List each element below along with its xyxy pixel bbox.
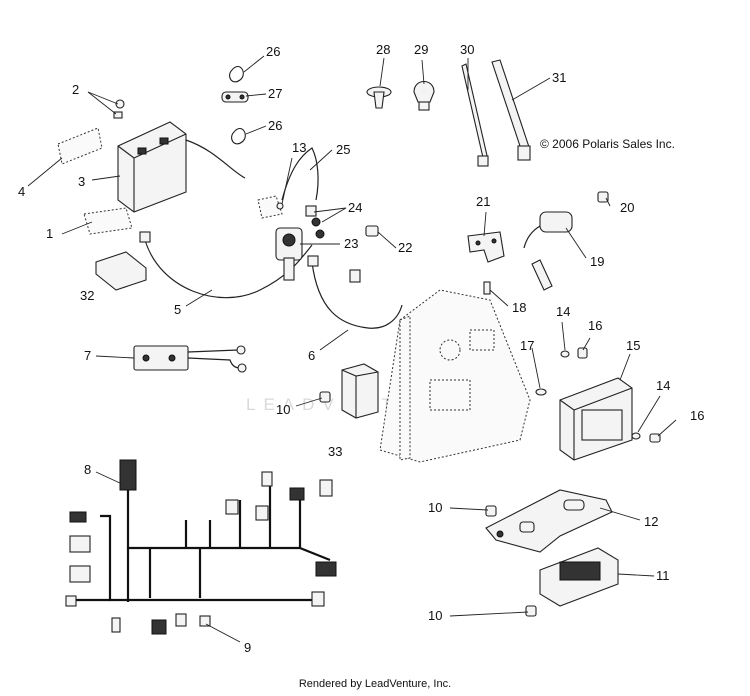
positive-cable: [185, 139, 246, 179]
electronic-module: [539, 547, 619, 607]
voltage-regulator: [133, 345, 247, 373]
callout-29: 29: [414, 42, 428, 57]
callout-10-a: 10: [276, 402, 290, 417]
negative-cable: [144, 239, 313, 299]
leader-lines: [27, 55, 677, 643]
label-decal: [57, 127, 103, 165]
callout-9: 9: [244, 640, 251, 655]
coil-bracket: [467, 231, 505, 263]
washer-14-b: [631, 432, 641, 440]
callout-numbers: 1 2 3 4 5 6 7 8 9 10 10 10 11 12 13 14 1…: [18, 42, 704, 655]
callout-30: 30: [460, 42, 474, 57]
screw-16-a: [577, 347, 588, 359]
callout-3: 3: [78, 174, 85, 189]
callout-16-a: 16: [588, 318, 602, 333]
callout-2: 2: [72, 82, 79, 97]
callout-20: 20: [620, 200, 634, 215]
main-wiring-harness: [65, 459, 337, 635]
callout-19: 19: [590, 254, 604, 269]
callout-8: 8: [84, 462, 91, 477]
callout-21: 21: [476, 194, 490, 209]
cable-tie-small: [461, 63, 489, 167]
callout-32: 32: [80, 288, 94, 303]
fir-tree-clip: [413, 80, 435, 111]
callout-18: 18: [512, 300, 526, 315]
callout-23: 23: [344, 236, 358, 251]
relay-module: [341, 363, 379, 419]
callout-7: 7: [84, 348, 91, 363]
callout-22: 22: [398, 240, 412, 255]
connector-9: [199, 615, 211, 627]
callout-25: 25: [336, 142, 350, 157]
callout-5: 5: [174, 302, 181, 317]
callout-26-a: 26: [266, 44, 280, 59]
battery-bolts: [113, 99, 125, 119]
battery: [117, 121, 187, 213]
callout-14-b: 14: [656, 378, 670, 393]
callout-31: 31: [552, 70, 566, 85]
callout-24: 24: [348, 200, 362, 215]
bolt-22: [365, 225, 379, 237]
callout-15: 15: [626, 338, 640, 353]
callout-28: 28: [376, 42, 390, 57]
callout-17: 17: [520, 338, 534, 353]
callout-1: 1: [46, 226, 53, 241]
screw-10-c: [525, 605, 537, 617]
starter-solenoid: [275, 227, 303, 281]
callout-33: 33: [328, 444, 342, 459]
callout-10-b: 10: [428, 500, 442, 515]
starter-cable: [311, 261, 403, 329]
callout-26-b: 26: [268, 118, 282, 133]
callout-27: 27: [268, 86, 282, 101]
callout-6: 6: [308, 348, 315, 363]
ecu-bracket: [485, 489, 613, 553]
footer-credit: Rendered by LeadVenture, Inc.: [298, 678, 452, 690]
callout-13: 13: [292, 140, 306, 155]
ignition-coil: [523, 211, 573, 249]
copyright-notice: © 2006 Polaris Sales Inc.: [540, 137, 675, 151]
callout-16-b: 16: [690, 408, 704, 423]
screw-16-b: [649, 433, 661, 443]
screw-20: [597, 191, 609, 203]
callout-14-a: 14: [556, 304, 570, 319]
callout-12: 12: [644, 514, 658, 529]
washer-17: [535, 388, 547, 396]
cable-tie-large: [491, 59, 531, 161]
callout-11: 11: [656, 568, 670, 583]
foam-block: [95, 251, 147, 291]
solenoid-nut: [311, 217, 321, 227]
electrical-panel: [379, 289, 531, 463]
battery-pad: [83, 207, 133, 235]
callout-10-c: 10: [428, 608, 442, 623]
screw-10-a: [319, 391, 331, 403]
cable-clips: [221, 65, 249, 145]
ecu: [559, 377, 633, 461]
screw-10-b: [485, 505, 497, 517]
push-rivet: [366, 86, 392, 109]
washer-14-a: [560, 350, 570, 358]
callout-4: 4: [18, 184, 25, 199]
spark-plug: [531, 259, 553, 291]
